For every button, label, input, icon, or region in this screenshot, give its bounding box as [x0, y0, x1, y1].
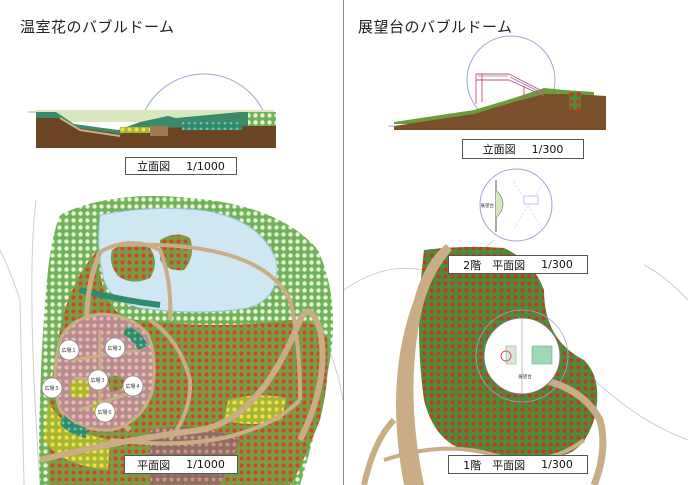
observatory-floor1-plan: 展望台 — [344, 239, 688, 485]
svg-text:広場３: 広場３ — [90, 377, 105, 384]
label-name: 1階 平面図 — [463, 458, 526, 472]
greenhouse-title: 温室花のバブルドーム — [20, 18, 175, 36]
label-scale: 1/1000 — [186, 458, 225, 471]
label-scale: 1/1000 — [186, 159, 225, 173]
plaza-2: 広場２ — [104, 337, 126, 359]
observatory-elevation — [388, 35, 606, 130]
floor2-room-label: 展望台 — [481, 202, 495, 209]
floor1-room-label: 展望台 — [518, 373, 532, 380]
greenhouse-elevation-label: 立面図 1/1000 — [125, 157, 237, 175]
label-name: 立面図 — [137, 160, 171, 173]
plaza-1: 広場１ — [58, 339, 80, 361]
observatory-dome-panel: 展望台 展望台 展望台のバブルドーム 立面図 1/300 2階 平面図 1/30… — [344, 0, 688, 485]
observatory-floor1-label: 1階 平面図 1/300 — [448, 455, 588, 474]
label-name: 立面図 — [482, 143, 516, 156]
label-scale: 1/300 — [541, 258, 573, 271]
label-scale: 1/300 — [531, 142, 564, 156]
svg-text:広場５: 広場５ — [44, 385, 59, 392]
observatory-drawing: 展望台 展望台 — [344, 35, 688, 485]
svg-text:広場１: 広場１ — [61, 347, 76, 354]
floor2-dome-circle — [479, 168, 553, 242]
plaza-3: 広場３ — [87, 369, 109, 391]
ground-section — [394, 94, 606, 130]
greenhouse-elevation — [28, 73, 276, 148]
right-path — [543, 376, 607, 485]
label-name: 2階 平面図 — [463, 258, 526, 272]
plaza-5: 広場５ — [41, 377, 63, 399]
label-name: 平面図 — [137, 458, 171, 472]
panel-divider — [343, 0, 344, 485]
greenhouse-dome-panel: 広場１ 広場２ 広場３ 広場４ 広場５ 広場６ 温室花 — [0, 0, 343, 485]
stair-block — [531, 345, 553, 365]
observatory-floor2-label: 2階 平面図 1/300 — [448, 255, 588, 274]
greenhouse-plan-label: 平面図 1/1000 — [124, 455, 238, 474]
svg-text:広場６: 広場６ — [97, 409, 112, 416]
observatory-elevation-label: 立面図 1/300 — [462, 139, 584, 159]
observatory-title: 展望台のバブルドーム — [358, 18, 513, 36]
svg-text:広場４: 広場４ — [125, 383, 140, 390]
plaza-6: 広場６ — [94, 401, 116, 423]
label-scale: 1/300 — [541, 458, 573, 471]
plaza-4: 広場４ — [122, 375, 144, 397]
svg-text:広場２: 広場２ — [107, 345, 122, 352]
greenhouse-plan: 広場１ 広場２ 広場３ 広場４ 広場５ 広場６ — [0, 196, 343, 485]
greenhouse-drawing: 広場１ 広場２ 広場３ 広場４ 広場５ 広場６ — [0, 73, 343, 485]
observation-stairs — [475, 73, 545, 104]
observatory-floor2-plan: 展望台 — [479, 168, 553, 242]
left-path — [396, 244, 452, 485]
